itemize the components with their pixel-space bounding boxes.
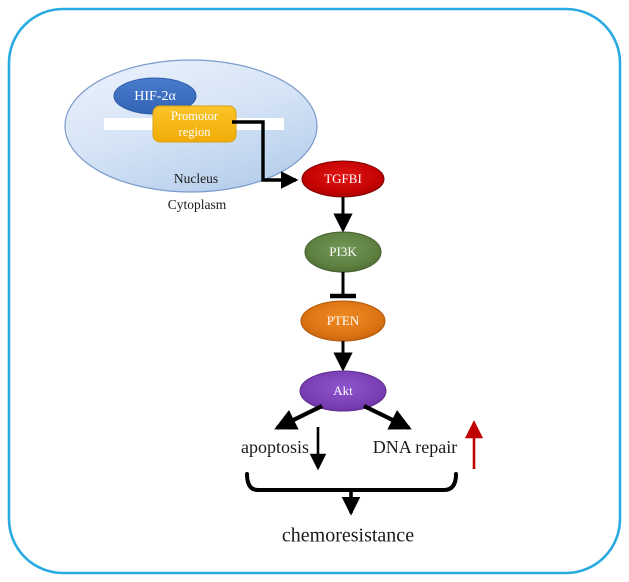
promoter-box[interactable]	[152, 105, 237, 143]
akt-ellipse[interactable]	[299, 370, 387, 412]
pten-label: PTEN	[327, 313, 360, 328]
edge-akt-to-apoptosis	[274, 404, 323, 430]
promoter-label-line2: region	[179, 125, 212, 139]
chemoresistance-label: chemoresistance	[282, 525, 414, 547]
nucleus-group: HIF-2α Promotor region Nucleus	[64, 59, 318, 193]
node-tgfbi[interactable]: TGFBI	[301, 160, 385, 198]
apoptosis-label: apoptosis	[241, 437, 309, 457]
cytoplasm-label: Cytoplasm	[168, 197, 227, 212]
node-akt[interactable]: Akt	[299, 370, 387, 412]
node-pi3k[interactable]: PI3K	[304, 231, 382, 273]
tgfbi-label: TGFBI	[324, 171, 362, 186]
pi3k-label: PI3K	[329, 244, 357, 259]
dna-repair-label: DNA repair	[373, 437, 457, 457]
edge-akt-to-dna-repair	[363, 404, 412, 430]
nucleus-label: Nucleus	[174, 171, 218, 186]
promoter-label-line1: Promotor	[171, 109, 219, 123]
edge-pi3k-to-pten	[330, 272, 356, 299]
akt-label: Akt	[333, 383, 353, 398]
node-pten[interactable]: PTEN	[300, 300, 386, 342]
edge-promoter-to-tgfbi	[232, 120, 299, 189]
hif2a-label: HIF-2α	[134, 89, 176, 104]
